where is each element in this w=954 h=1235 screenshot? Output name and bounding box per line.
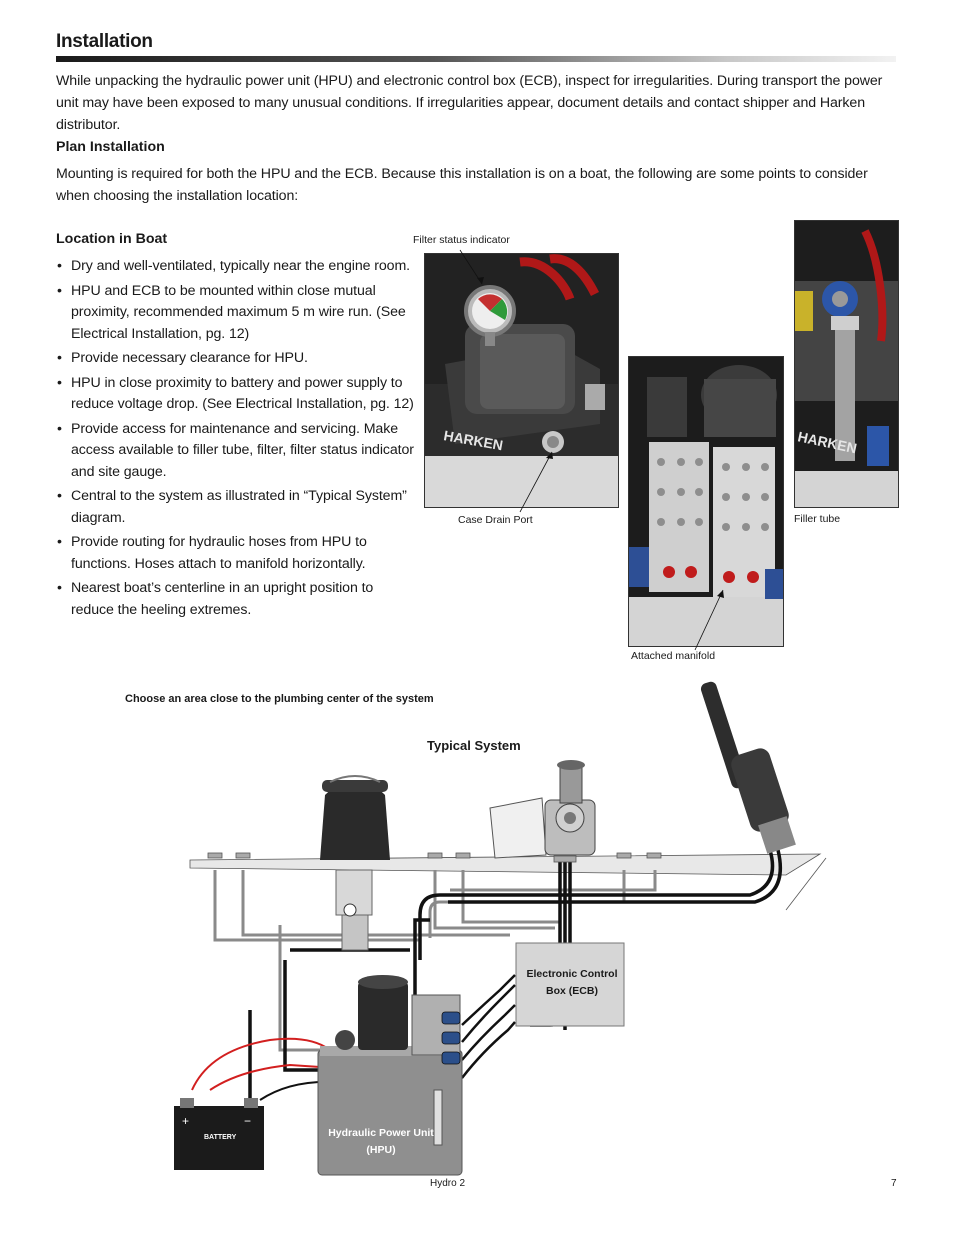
plan-installation-text: Mounting is required for both the HPU an… bbox=[56, 166, 868, 204]
bullet-item: Provide necessary clearance for HPU. bbox=[56, 348, 416, 370]
filler-tube-photo: HARKEN bbox=[794, 220, 899, 508]
bullet-item: Provide routing for hydraulic hoses from… bbox=[56, 532, 416, 575]
bullet-item: Nearest boat’s centerline in an upright … bbox=[56, 578, 416, 621]
attached-manifold-caption: Attached manifold bbox=[631, 650, 716, 662]
windlass bbox=[489, 760, 596, 859]
typical-system-title: Typical System bbox=[427, 738, 521, 753]
case-drain-caption: Case Drain Port bbox=[458, 514, 533, 526]
location-heading: Location in Boat bbox=[56, 231, 168, 247]
title-rule bbox=[56, 56, 896, 62]
bullet-item: Central to the system as illustrated in … bbox=[56, 486, 416, 529]
hpu-label: Hydraulic Power Unit (HPU) bbox=[328, 1127, 434, 1156]
hpu bbox=[317, 975, 463, 1176]
manifold-leader bbox=[694, 589, 724, 651]
battery bbox=[174, 1098, 264, 1170]
typical-system-diagram bbox=[174, 681, 827, 1176]
location-bullet-list: Dry and well-ventilated, typically near … bbox=[56, 256, 416, 624]
intro-paragraph: While unpacking the hydraulic power unit… bbox=[56, 73, 883, 133]
ecb-label: Electronic Control Box (ECB) bbox=[526, 968, 618, 997]
page-title: Installation bbox=[56, 31, 153, 52]
area-note: Choose an area close to the plumbing cen… bbox=[125, 693, 434, 705]
plan-installation-heading: Plan Installation bbox=[56, 139, 165, 155]
bullet-item: HPU in close proximity to battery and po… bbox=[56, 373, 416, 416]
manifold-photo bbox=[628, 356, 784, 647]
bullet-item: Dry and well-ventilated, typically near … bbox=[56, 256, 416, 278]
filter-status-caption: Filter status indicator bbox=[413, 234, 510, 246]
ecb-box bbox=[515, 942, 625, 1027]
bullet-item: Provide access for maintenance and servi… bbox=[56, 419, 416, 484]
hpu-filter-photo: HARKEN bbox=[424, 253, 619, 508]
battery-label: BATTERY bbox=[204, 1134, 237, 1141]
battery-plus: + bbox=[182, 1114, 190, 1128]
bullet-item: HPU and ECB to be mounted within close m… bbox=[56, 281, 416, 346]
filler-tube-caption: Filler tube bbox=[794, 513, 841, 525]
footer-doc-name: Hydro 2 bbox=[430, 1178, 466, 1189]
winch bbox=[320, 775, 390, 951]
leader-lines bbox=[459, 249, 553, 513]
steering-ram bbox=[700, 681, 796, 854]
battery-minus: − bbox=[244, 1114, 252, 1128]
page-number: 7 bbox=[891, 1178, 897, 1189]
